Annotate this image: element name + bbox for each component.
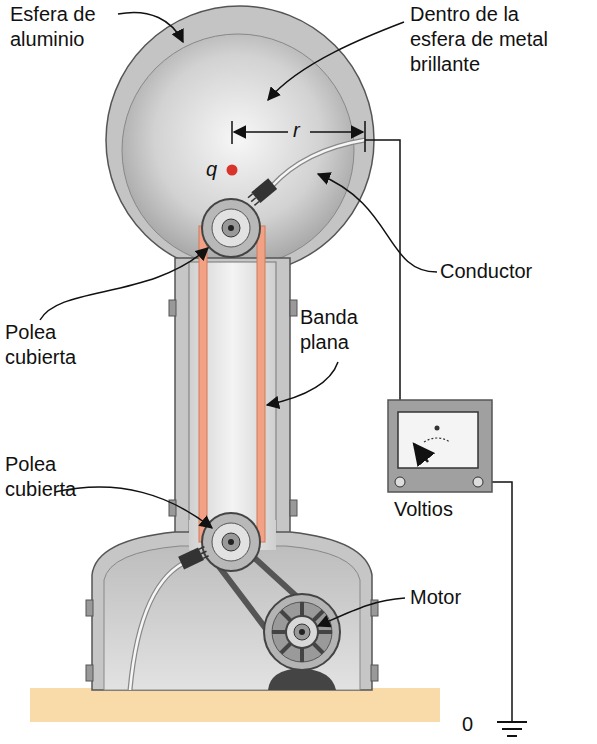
conductor-wire [272, 140, 365, 186]
leader-line [40, 12, 437, 626]
part-label: Dentro de la esfera de metal brillante [410, 2, 565, 77]
part-label: r [293, 118, 300, 143]
base-housing [86, 520, 378, 690]
brush [247, 178, 277, 207]
meter-wire [478, 482, 512, 722]
part-label: Voltios [394, 497, 453, 522]
part-label: Polea cubierta [5, 452, 105, 502]
ground-wire [130, 560, 190, 690]
part-label: Motor [410, 585, 461, 610]
conductor-wire [272, 140, 365, 186]
table [30, 688, 440, 722]
part-label: Polea cubierta [5, 320, 105, 370]
motor [264, 594, 340, 690]
voltmeter [388, 400, 492, 492]
part-label: Conductor [440, 259, 532, 284]
column [169, 258, 297, 542]
flat-belt [257, 226, 265, 542]
part-label: Esfera de aluminio [10, 2, 130, 52]
sphere-inside [122, 34, 354, 266]
test-charge [227, 165, 238, 176]
flat-belt [199, 226, 207, 542]
ground-wire [130, 560, 190, 690]
brush [178, 545, 209, 570]
aluminium-sphere [106, 6, 374, 274]
part-label: Banda plana [300, 305, 380, 355]
covered-pulley [202, 199, 260, 257]
covered-pulley [202, 513, 260, 571]
part-label: q [206, 157, 217, 182]
part-label: 0 [462, 712, 473, 737]
ground-symbol [497, 722, 527, 736]
